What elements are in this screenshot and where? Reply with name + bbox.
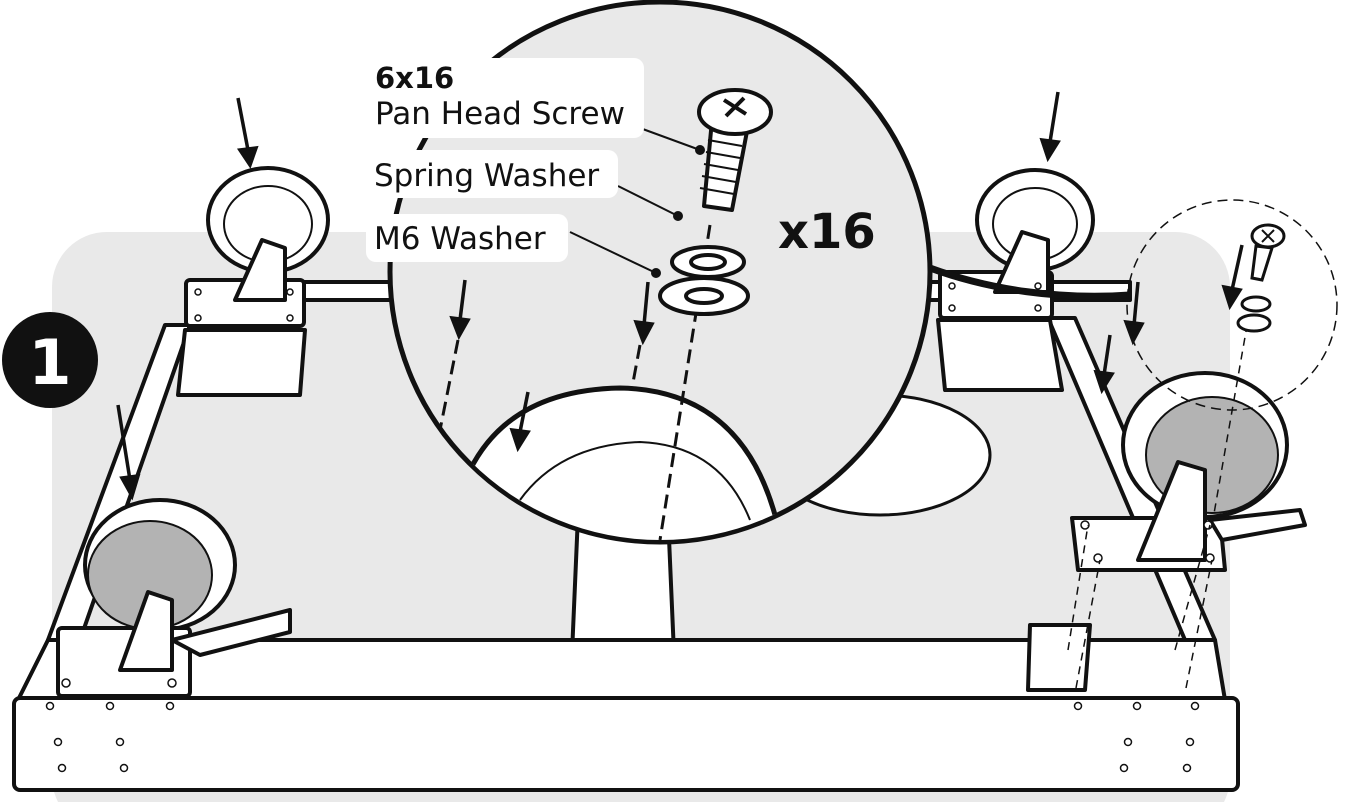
caster-front-left bbox=[56, 498, 292, 698]
leader-lines bbox=[569, 127, 705, 278]
label-box-screw bbox=[366, 58, 644, 138]
m6-washer-label: M6 Washer bbox=[374, 221, 546, 257]
screw-size-label: 6x16 bbox=[375, 61, 454, 95]
caster-rear-right bbox=[936, 168, 1095, 392]
phillips-cross-icon bbox=[722, 96, 748, 118]
mini-screw-detail bbox=[1126, 199, 1338, 411]
label-box-m6-washer bbox=[366, 214, 568, 262]
caster-rear-left bbox=[176, 166, 330, 397]
pan-head-screw-icon bbox=[697, 88, 773, 212]
direction-arrows bbox=[116, 91, 1244, 501]
quantity-label: x16 bbox=[778, 204, 876, 260]
part-labels: 6x16 Pan Head Screw Spring Washer M6 Was… bbox=[366, 58, 644, 262]
power-cord bbox=[928, 264, 1131, 300]
front-beam-holes bbox=[45, 701, 1200, 773]
alignment-dashes-right bbox=[1067, 319, 1249, 689]
m6-washer-icon bbox=[658, 276, 750, 316]
label-box-spring-washer bbox=[366, 150, 618, 198]
spring-washer-label: Spring Washer bbox=[374, 158, 599, 194]
step-number: 1 bbox=[28, 326, 71, 399]
screw-name-label: Pan Head Screw bbox=[375, 96, 625, 132]
spring-washer-icon bbox=[670, 245, 746, 279]
step-badge: 1 bbox=[2, 312, 98, 408]
